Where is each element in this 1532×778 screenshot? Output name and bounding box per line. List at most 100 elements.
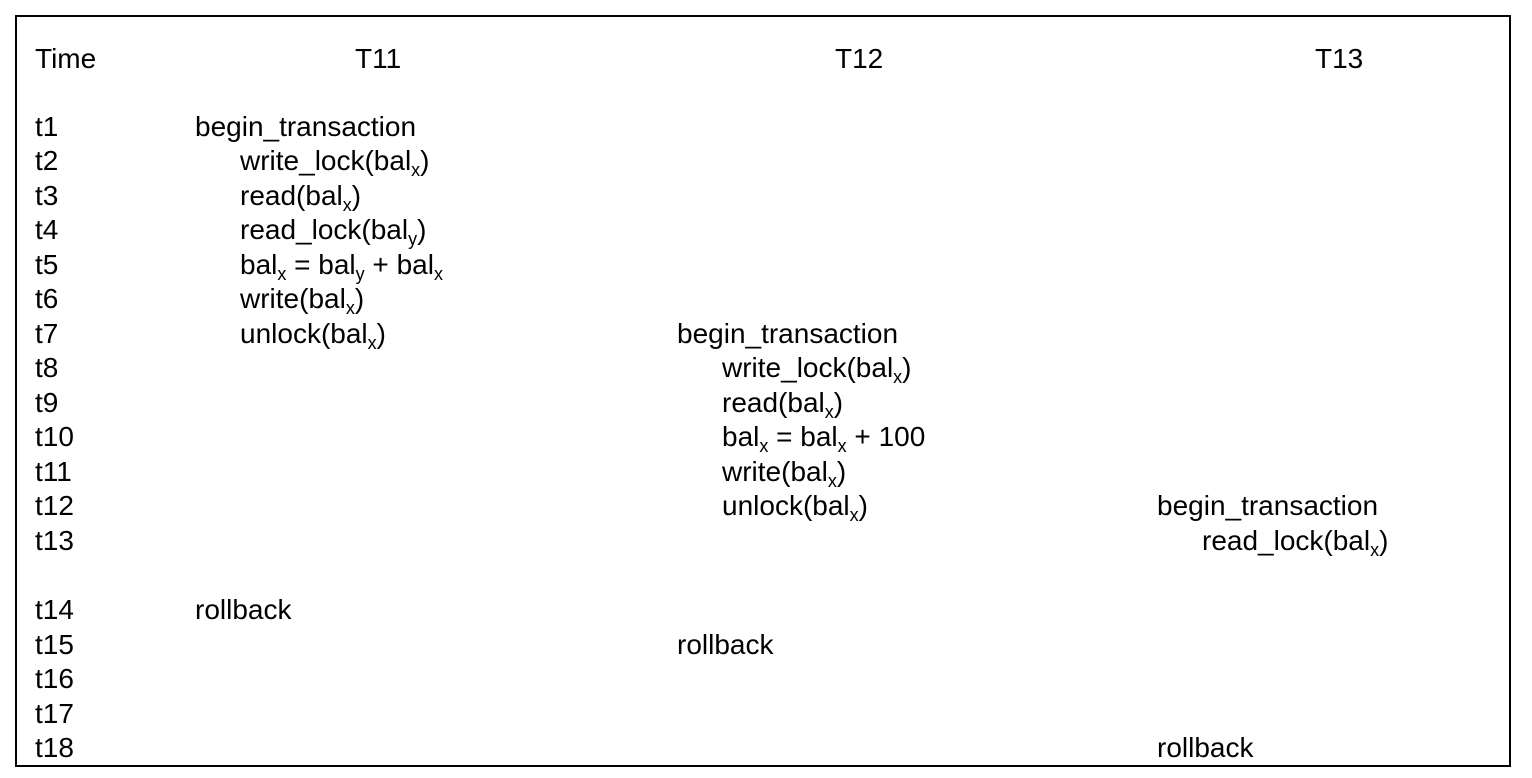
operation-text: read_lock(bal <box>1202 525 1371 556</box>
variable-subscript: x <box>837 436 847 456</box>
time-cell: t12 <box>35 490 74 521</box>
t12-operation: write_lock(balx) <box>677 351 912 386</box>
time-cell: t14 <box>35 594 74 625</box>
time-cell: t16 <box>35 663 74 694</box>
operation-text: read(bal <box>240 180 343 211</box>
variable-subscript: y <box>408 229 418 249</box>
schedule-row: t1 begin_transaction <box>17 110 1509 144</box>
variable-subscript: x <box>759 436 769 456</box>
operation-text: + bal <box>364 249 434 280</box>
transaction-schedule: Time T11 T12 T13 t1 begin_transaction t2 wr… <box>17 17 1509 765</box>
time-cell: t17 <box>35 698 74 729</box>
schedule-row: t3 read(balx) <box>17 179 1509 215</box>
operation-text: ) <box>376 318 386 349</box>
variable-subscript: y <box>355 264 365 284</box>
time-cell: t11 <box>35 456 72 487</box>
operation-text: write_lock(bal <box>722 352 894 383</box>
schedule-frame: Time T11 T12 T13 t1 begin_transaction t2 wr… <box>15 15 1511 767</box>
operation-text: ) <box>858 490 868 521</box>
operation-text: ) <box>902 352 912 383</box>
time-cell: t15 <box>35 629 74 660</box>
operation-text: begin_transaction <box>1157 490 1379 521</box>
schedule-row: t14 rollback <box>17 593 1509 627</box>
t12-operation: begin_transaction <box>677 317 898 351</box>
variable-subscript: x <box>1370 540 1380 560</box>
operation-text: + 100 <box>846 421 926 452</box>
variable-subscript: x <box>342 195 352 215</box>
operation-text: ) <box>836 456 847 487</box>
variable-subscript: x <box>433 264 443 284</box>
schedule-row: t2 write_lock(balx) <box>17 144 1509 180</box>
operation-text: rollback <box>195 594 292 625</box>
operation-text: begin_transaction <box>195 111 417 142</box>
t13-operation: rollback <box>1157 731 1253 765</box>
t11-operation: read_lock(baly) <box>195 213 427 249</box>
schedule-row: t18 rollback <box>17 731 1509 765</box>
schedule-row: t13 read_lock(balx) <box>17 524 1509 560</box>
t12-operation: read(balx) <box>677 386 844 422</box>
variable-subscript: x <box>849 505 859 525</box>
t13-operation: begin_transaction <box>1157 489 1378 523</box>
variable-subscript: x <box>345 298 355 318</box>
operation-text: unlock(bal <box>240 318 368 349</box>
operation-text: write(bal <box>240 283 346 314</box>
operation-text: ) <box>833 387 844 418</box>
operation-text: = bal <box>768 421 838 452</box>
time-cell: t8 <box>35 352 59 383</box>
operation-text: write(bal <box>722 456 828 487</box>
t13-operation: read_lock(balx) <box>1157 524 1389 560</box>
header-t12: T12 <box>835 43 884 74</box>
operation-text: ) <box>420 145 430 176</box>
operation-text: rollback <box>1157 732 1254 763</box>
time-cell: t7 <box>35 318 59 349</box>
time-cell: t5 <box>35 249 59 280</box>
variable-subscript: x <box>824 402 834 422</box>
schedule-row: t11 write(balx) <box>17 455 1509 491</box>
schedule-row: t4 read_lock(baly) <box>17 213 1509 249</box>
time-cell: t18 <box>35 732 74 763</box>
operation-text: rollback <box>677 629 774 660</box>
t11-operation: unlock(balx) <box>195 317 386 353</box>
t11-operation: balx = baly + balx <box>195 248 443 284</box>
operation-text: ) <box>417 214 427 245</box>
header-t13: T13 <box>1315 43 1364 74</box>
schedule-row: t16 <box>17 662 1509 696</box>
schedule-row: t12 unlock(balx) begin_transaction <box>17 489 1509 525</box>
schedule-row: t15 rollback <box>17 628 1509 662</box>
t11-operation: read(balx) <box>195 179 362 215</box>
operation-text: read_lock(bal <box>240 214 409 245</box>
time-cell: t10 <box>35 421 74 452</box>
operation-text: ) <box>351 180 362 211</box>
operation-text: ) <box>354 283 365 314</box>
schedule-row: t8 write_lock(balx) <box>17 351 1509 386</box>
schedule-row: t17 <box>17 697 1509 731</box>
variable-subscript: x <box>411 160 421 180</box>
t12-operation: unlock(balx) <box>677 489 868 525</box>
operation-text: begin_transaction <box>677 318 899 349</box>
time-cell: t1 <box>35 111 59 142</box>
t12-operation: balx = balx + 100 <box>677 420 926 456</box>
t11-operation: write_lock(balx) <box>195 144 430 180</box>
t11-operation: write(balx) <box>195 282 365 318</box>
operation-text: ) <box>1379 525 1389 556</box>
time-cell: t3 <box>35 180 59 211</box>
schedule-row: t5 balx = baly + balx <box>17 248 1509 284</box>
header-time: Time <box>35 43 97 74</box>
t12-operation: write(balx) <box>677 455 847 491</box>
operation-text: unlock(bal <box>722 490 850 521</box>
t11-operation: begin_transaction <box>195 110 416 144</box>
time-cell: t2 <box>35 145 59 176</box>
schedule-row: t7 unlock(balx) begin_transaction <box>17 317 1509 353</box>
operation-text: bal <box>722 421 760 452</box>
variable-subscript: x <box>367 333 377 353</box>
operation-text: = bal <box>286 249 356 280</box>
time-cell: t4 <box>35 214 59 245</box>
variable-subscript: x <box>277 264 287 284</box>
time-cell: t6 <box>35 283 59 314</box>
header-t11: T11 <box>355 43 402 74</box>
t11-operation: rollback <box>195 593 291 627</box>
variable-subscript: x <box>827 471 837 491</box>
time-cell: t13 <box>35 525 74 556</box>
